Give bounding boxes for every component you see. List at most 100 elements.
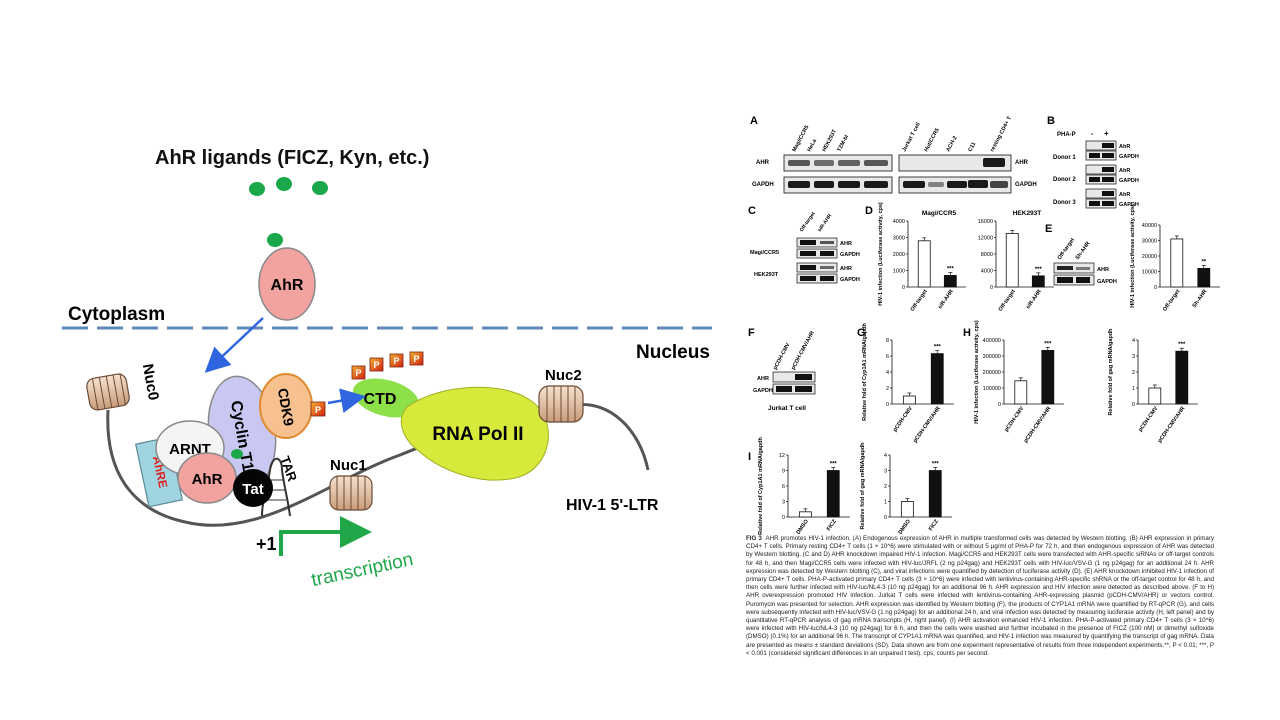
significance-label: **: [1201, 259, 1206, 265]
significance-label: ***: [1044, 341, 1052, 347]
bar: [928, 470, 942, 518]
tick-label: 0: [884, 515, 887, 521]
svg-text:Off-target: Off-target: [799, 211, 817, 233]
nucleosome-nuc1: [329, 475, 373, 511]
ahr-cytoplasm: [258, 247, 316, 321]
chart-title: HEK293T: [1013, 210, 1042, 217]
panel-a-lanes-left: Magi/CCR5 HeLa HEK293T TZM-bl: [791, 124, 850, 152]
tick-label: 8000: [981, 252, 993, 258]
significance-label: ***: [934, 345, 942, 351]
tick-label: 20000: [1142, 254, 1157, 260]
tick-label: 3: [782, 500, 785, 506]
svg-text:C11: C11: [967, 141, 977, 152]
phospho-icon: P: [369, 357, 384, 372]
panel-a-row-ahr: AHR: [756, 160, 770, 166]
tick-label: 200000: [983, 370, 1001, 376]
svg-text:P: P: [393, 356, 399, 366]
tick-label: 3: [884, 469, 887, 475]
tick-label: 30000: [1142, 239, 1157, 245]
tick-label: 0: [1154, 285, 1157, 291]
category-label: DMSO: [898, 518, 913, 536]
chart-title: Magi/CCR5: [922, 210, 957, 217]
tick-label: 2000: [893, 252, 905, 258]
tick-label: 3: [1132, 354, 1135, 360]
tick-label: 0: [998, 402, 1001, 408]
ctd-label: CTD: [364, 391, 397, 408]
category-label: DMSO: [796, 518, 811, 536]
y-axis-label: Relative fold of gag mRNA/gapdh: [1108, 328, 1114, 416]
panel-letter-c: C: [748, 205, 756, 217]
category-label: siR-AHR: [1025, 289, 1043, 311]
phospho-icon: P: [389, 353, 404, 368]
nucleosome-nuc2: [538, 385, 584, 423]
bar: [1170, 238, 1184, 288]
nuc0-label: Nuc0: [139, 363, 162, 402]
panel-a-lanes-right: Jurkat T cell Hut/CCR5 ACH-2 C11 resting…: [901, 115, 1013, 153]
svg-text:Donor 1: Donor 1: [1053, 155, 1076, 161]
tick-label: 0: [902, 285, 905, 291]
tar-label: TAR: [277, 454, 300, 484]
panel-a-row-gapdh: GAPDH: [752, 182, 774, 188]
category-label: FICZ: [928, 518, 940, 532]
svg-text:Hut/CCR5: Hut/CCR5: [923, 127, 940, 152]
panel-f-blot: pCDH-CMV pCDH-CMV/AHR AHR GAPDH Jurkat T…: [753, 330, 816, 412]
tick-label: 100000: [983, 386, 1001, 392]
category-label: pCDH-CMV: [1004, 405, 1026, 433]
rna-pol-ii: [400, 386, 549, 481]
panel-b-donors: Donor 1 Donor 2 Donor 3 AhR GAPDH AhR GA…: [1053, 140, 1139, 209]
ligands-label: AhR ligands (FICZ, Kyn, etc.): [155, 147, 429, 169]
svg-text:Magi/CCR5: Magi/CCR5: [750, 250, 779, 256]
panel-letter-f: F: [748, 327, 755, 339]
svg-text:HEK293T: HEK293T: [754, 272, 779, 278]
tick-label: 1000: [893, 269, 905, 275]
y-axis-label: HIV-1 infection (Luciferase activity, cp…: [878, 202, 884, 306]
tick-label: 16000: [978, 219, 993, 225]
pha-minus: -: [1091, 131, 1094, 138]
svg-text:Jurkat T cell: Jurkat T cell: [768, 405, 806, 412]
bar: [1175, 350, 1189, 405]
svg-text:GAPDH: GAPDH: [840, 277, 860, 283]
ahr-mechanism-diagram: AhR ligands (FICZ, Kyn, etc.) AhR Cytopl…: [62, 147, 712, 591]
blot-a-bands: [788, 158, 1008, 188]
translocation-arrow: [204, 317, 264, 373]
category-label: Off-target: [1162, 289, 1181, 313]
tick-label: 2: [1132, 370, 1135, 376]
significance-label: ***: [1178, 342, 1186, 348]
significance-label: ***: [932, 462, 940, 468]
dna-strand: [106, 402, 650, 527]
bar: [1041, 349, 1055, 405]
bar: [900, 501, 914, 518]
bar: [798, 511, 812, 518]
category-label: Off-target: [998, 289, 1017, 313]
bar: [930, 353, 944, 405]
tick-label: 6: [782, 484, 785, 490]
category-label: pCDH-CMV/AHR: [1023, 406, 1052, 445]
svg-text:GAPDH: GAPDH: [1119, 154, 1139, 160]
ahr-cytoplasm-label: AhR: [271, 277, 304, 294]
tick-label: 12: [779, 453, 785, 459]
nucleus-label: Nucleus: [636, 342, 710, 363]
bar: [917, 240, 931, 288]
bar: [943, 275, 957, 288]
svg-text:AhR: AhR: [1119, 144, 1130, 150]
bar: [1148, 387, 1162, 405]
svg-text:P: P: [413, 354, 419, 364]
ahr-nucleus-label: AhR: [192, 471, 223, 488]
ltr-label: HIV-1 5'-LTR: [566, 497, 659, 514]
svg-text:siR-AHR: siR-AHR: [817, 213, 834, 233]
phospho-icon: P: [310, 401, 326, 417]
svg-text:GAPDH: GAPDH: [1097, 279, 1117, 285]
panel-a-row-gapdh-right: GAPDH: [1015, 182, 1037, 188]
bar: [902, 395, 916, 405]
tat: [233, 469, 273, 507]
tick-label: 6: [886, 354, 889, 360]
svg-text:GAPDH: GAPDH: [753, 388, 773, 394]
tick-label: 4: [884, 453, 887, 459]
svg-text:AHR: AHR: [840, 241, 852, 247]
transcription-label: transcription: [310, 549, 416, 591]
category-label: Off-target: [910, 289, 929, 313]
tick-label: 0: [886, 402, 889, 408]
